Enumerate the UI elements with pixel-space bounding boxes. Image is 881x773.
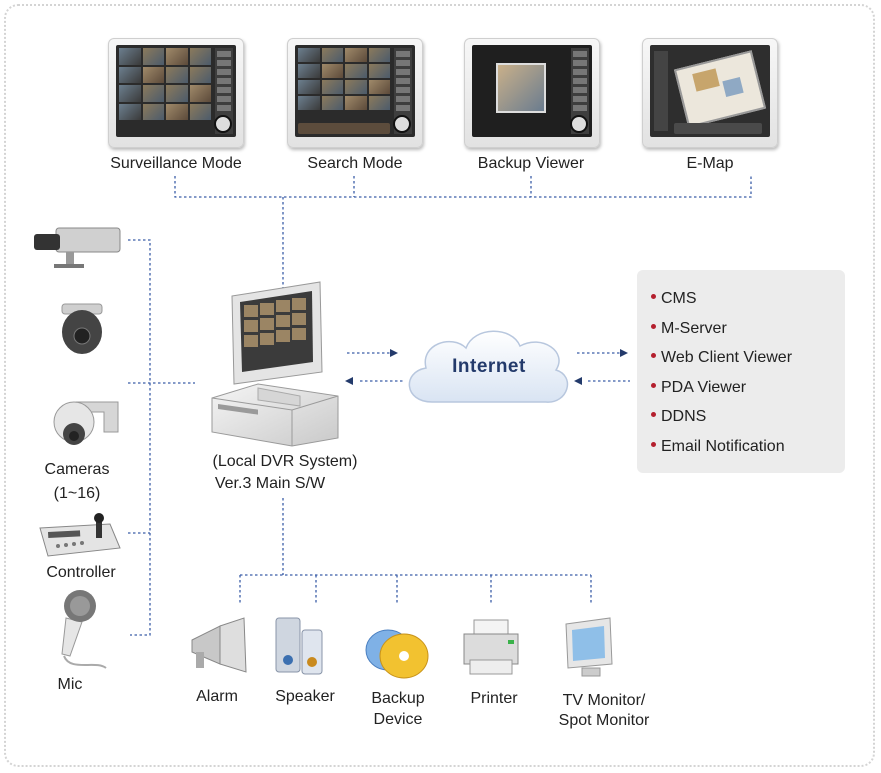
- box-camera-icon: [34, 227, 121, 268]
- bullet-icon: [651, 294, 656, 300]
- service-item: PDA Viewer: [651, 373, 845, 403]
- printer-label: Printer: [470, 690, 518, 707]
- arrowhead-left-1: [345, 377, 353, 385]
- alarm-siren-icon: [191, 617, 247, 673]
- surveillance-mode-label: Surveillance Mode: [110, 155, 242, 172]
- tv-monitor-label-line1: TV Monitor/: [562, 692, 646, 709]
- internet-cloud-icon: [408, 330, 569, 403]
- backup-disc-icon: [365, 629, 429, 679]
- printer-icon: [463, 619, 519, 675]
- internet-label: Internet: [452, 356, 526, 377]
- backup-device-label-line1: Backup: [371, 690, 425, 707]
- cameras-count-label: (1~16): [53, 485, 101, 502]
- e-map-label: E-Map: [686, 155, 734, 172]
- controller-label: Controller: [46, 564, 116, 581]
- bullet-icon: [651, 441, 656, 447]
- speaker-label: Speaker: [275, 688, 335, 705]
- controller-keyboard-icon: [39, 513, 121, 557]
- service-item: Email Notification: [651, 432, 845, 462]
- microphone-icon: [61, 590, 107, 669]
- backup-device-label-line2: Device: [373, 711, 423, 728]
- arrowhead-right-2: [620, 349, 628, 357]
- bullet-icon: [651, 323, 656, 329]
- speaker-icon: [275, 617, 323, 675]
- arrowhead-left-2: [574, 377, 582, 385]
- ptz-camera-icon: [53, 401, 119, 445]
- search-mode-label: Search Mode: [307, 155, 403, 172]
- bullet-icon: [651, 412, 656, 418]
- bullet-icon: [651, 382, 656, 388]
- services-panel: CMS M-Server Web Client Viewer PDA Viewe…: [637, 270, 845, 473]
- backup-viewer-label: Backup Viewer: [477, 155, 585, 172]
- bullet-icon: [651, 353, 656, 359]
- search-mode-screenshot: [287, 38, 423, 148]
- local-dvr-label: (Local DVR System): [212, 453, 358, 470]
- service-item: M-Server: [651, 314, 845, 344]
- tv-monitor-icon: [565, 617, 613, 677]
- e-map-screenshot: [642, 38, 778, 148]
- bottom-bus-wire: [239, 498, 592, 603]
- service-item: Web Client Viewer: [651, 343, 845, 373]
- main-software-label: Ver.3 Main S/W: [214, 475, 326, 492]
- tv-monitor-label-line2: Spot Monitor: [558, 712, 650, 729]
- mic-label: Mic: [57, 676, 83, 693]
- surveillance-mode-screenshot: [108, 38, 244, 148]
- dome-camera-icon: [61, 303, 103, 354]
- services-list: CMS M-Server Web Client Viewer PDA Viewe…: [637, 270, 845, 461]
- top-bus-wire: [174, 176, 752, 290]
- service-item: DDNS: [651, 402, 845, 432]
- arrowhead-right-1: [390, 349, 398, 357]
- desktop-pc-icon: [211, 281, 339, 447]
- service-item: CMS: [651, 284, 845, 314]
- backup-viewer-screenshot: [464, 38, 600, 148]
- left-bus-wire: [128, 239, 195, 636]
- cameras-label: Cameras: [44, 461, 110, 478]
- diagram-frame: [4, 4, 875, 767]
- alarm-label: Alarm: [196, 688, 238, 705]
